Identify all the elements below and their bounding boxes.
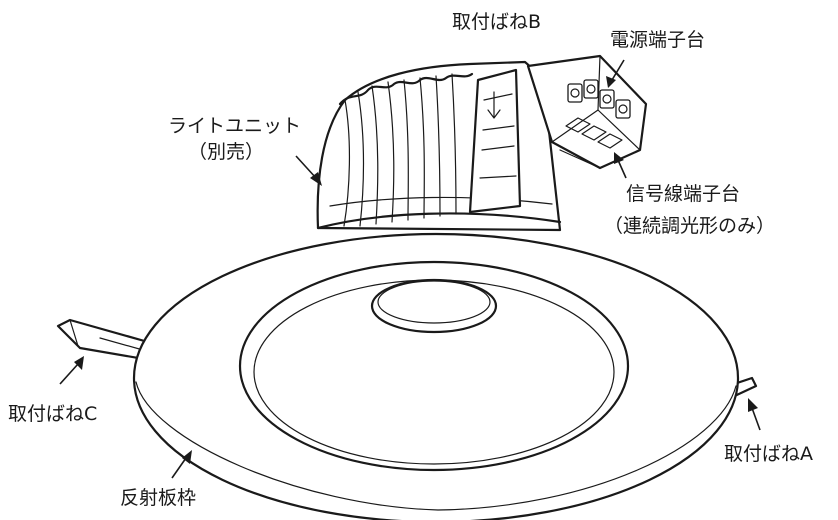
- mounting-spring-c: [56, 318, 152, 362]
- terminal-block: [526, 54, 648, 170]
- label-signal-terminal: 信号線端子台: [626, 183, 740, 205]
- label-power-terminal: 電源端子台: [610, 29, 705, 51]
- leader-lines: [59, 59, 761, 479]
- label-spring-b: 取付ばねB: [452, 11, 541, 33]
- mounting-spring-b: [468, 68, 522, 214]
- label-signal-terminal-note: （連続調光形のみ）: [604, 215, 775, 237]
- power-terminal-screws: [567, 79, 631, 119]
- signal-terminal-slots: [559, 117, 623, 169]
- label-reflector-frame: 反射板枠: [120, 487, 196, 509]
- reflector-opening: [238, 260, 630, 472]
- light-unit: [316, 60, 562, 232]
- label-light-unit-note: （別売）: [188, 141, 264, 163]
- label-light-unit: ライトユニット: [168, 115, 301, 137]
- label-spring-a: 取付ばねA: [724, 443, 813, 465]
- label-spring-c: 取付ばねC: [8, 403, 97, 425]
